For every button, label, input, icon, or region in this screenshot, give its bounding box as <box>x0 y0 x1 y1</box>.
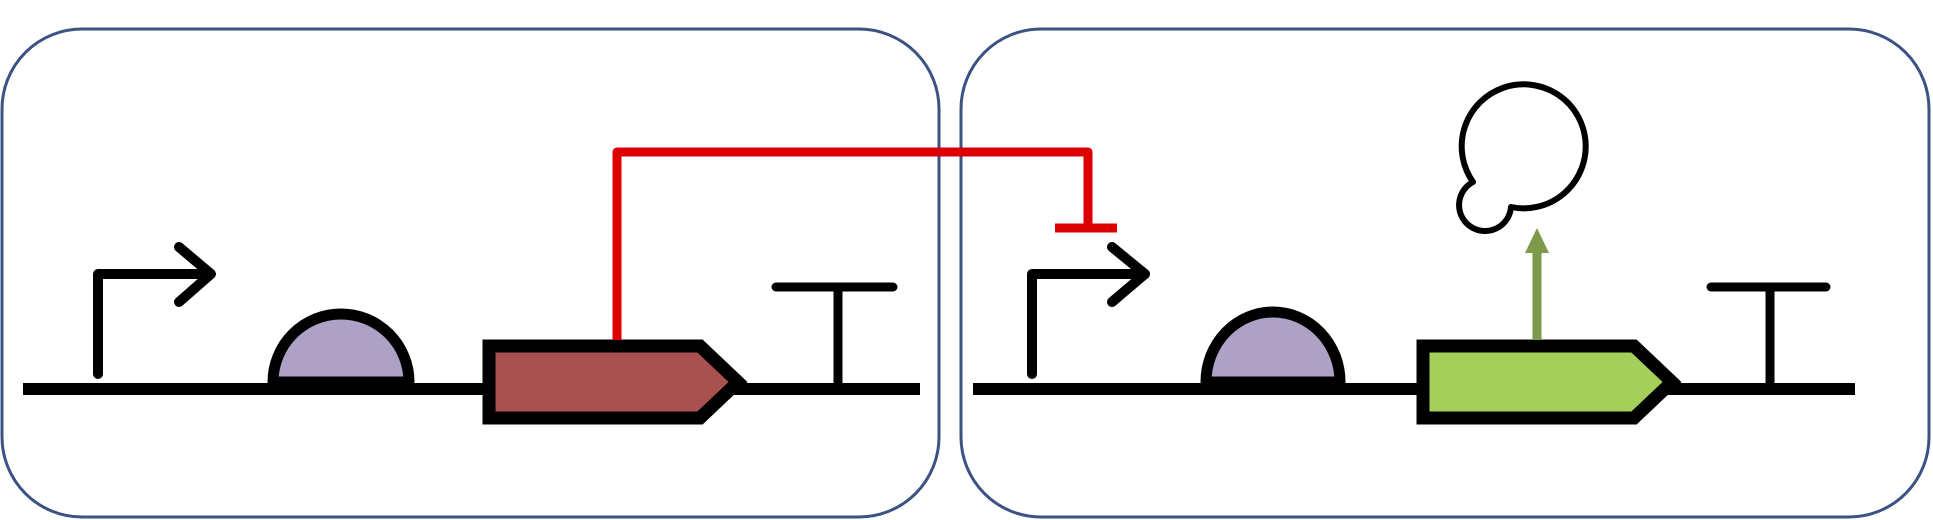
promoter-arrow-icon <box>1027 269 1150 379</box>
production-edge <box>1525 228 1549 340</box>
module-1-cds <box>482 339 748 425</box>
module-2-cds <box>1416 339 1682 425</box>
module-1-promoter <box>93 242 216 379</box>
module-1-frame <box>0 27 941 519</box>
module-1-terminator <box>771 282 898 389</box>
repression-line <box>612 147 1093 340</box>
module-2-promoter <box>1027 242 1150 379</box>
module-2-terminator <box>1706 282 1831 389</box>
repression-edge <box>612 147 1117 340</box>
module-1 <box>23 242 920 425</box>
promoter-arrowhead-icon <box>174 242 216 307</box>
promoter-arrow-icon <box>93 269 213 379</box>
module-1-rbs <box>267 308 415 388</box>
module-2-rbs <box>1200 306 1346 388</box>
terminator-t-icon <box>1706 282 1831 389</box>
module-2 <box>973 242 1855 425</box>
production-arrow-icon <box>1525 228 1549 253</box>
module-2-frame <box>959 27 1931 519</box>
terminator-t-icon <box>771 282 898 389</box>
promoter-arrowhead-icon <box>1107 242 1150 307</box>
protein-product-icon <box>1456 81 1589 234</box>
